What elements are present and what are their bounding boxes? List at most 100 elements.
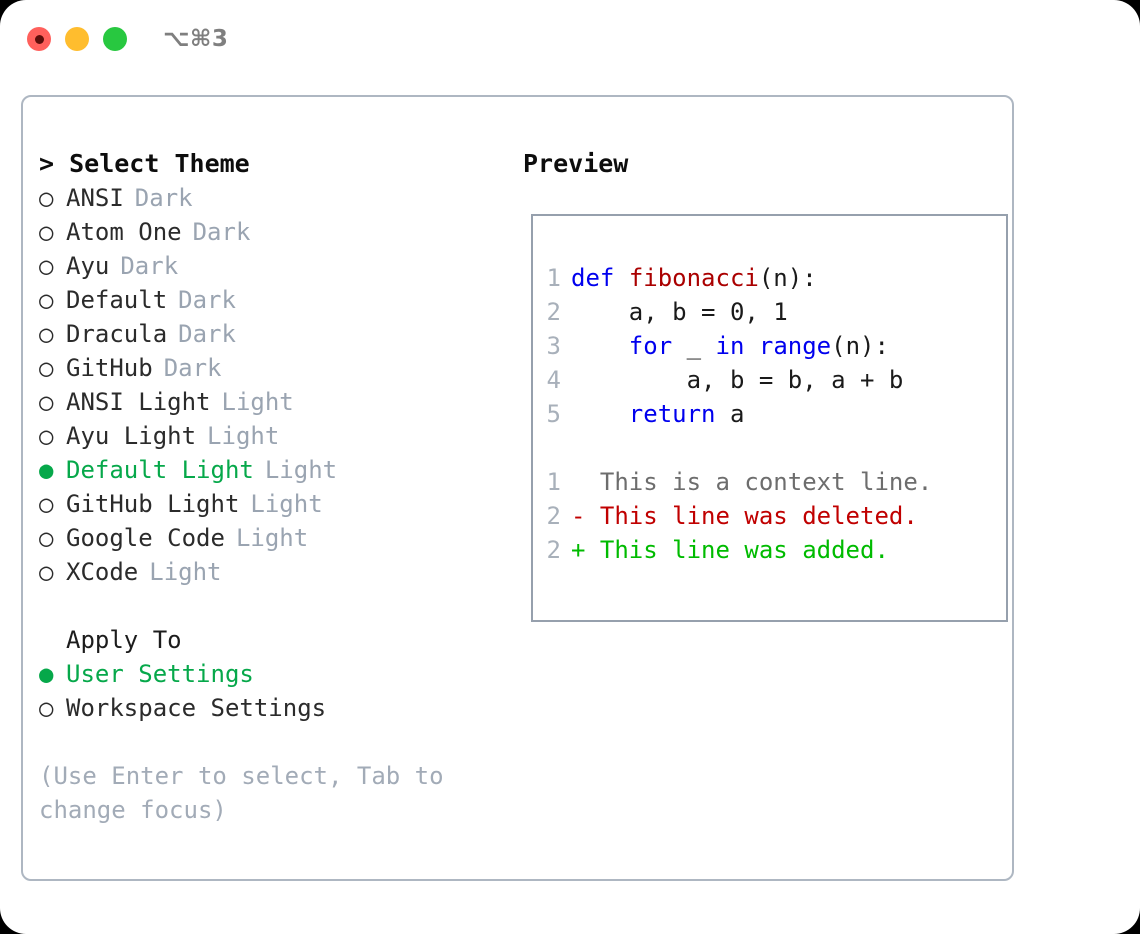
code-line-text: return a	[571, 397, 745, 431]
code-token-plain	[571, 332, 629, 360]
radio-unselected-icon: ○	[39, 320, 54, 348]
apply-to-heading: Apply To	[66, 626, 182, 654]
theme-option-label: GitHub	[66, 354, 153, 382]
theme-option-label: Ayu Light	[66, 422, 197, 450]
code-token-kw: for	[628, 332, 673, 360]
theme-option-ayu-light[interactable]: ○ Ayu Light Light	[39, 419, 503, 453]
diff-line-text: This is a context line.	[585, 468, 933, 496]
diff-line-text: This line was deleted.	[585, 502, 918, 530]
theme-option-label: ANSI Light	[66, 388, 211, 416]
theme-option-label: Google Code	[66, 524, 225, 552]
diff-line-number: 2	[546, 502, 561, 530]
theme-variant-tag: Light	[221, 388, 294, 416]
theme-option-label: XCode	[66, 558, 139, 586]
keyboard-shortcut-label: ⌥⌘3	[163, 26, 229, 52]
keyboard-hint-text: (Use Enter to select, Tab to change focu…	[39, 762, 444, 824]
theme-variant-tag: Dark	[192, 218, 251, 246]
radio-unselected-icon: ○	[39, 354, 54, 382]
radio-unselected-icon: ○	[39, 558, 54, 586]
theme-option-ansi[interactable]: ○ ANSI Dark	[39, 181, 503, 215]
code-diff-gap	[533, 431, 1006, 465]
close-icon	[34, 34, 44, 44]
code-line-number: 3	[546, 332, 561, 360]
theme-option-label: ANSI	[66, 184, 124, 212]
apply-to-option-list[interactable]: ● User Settings ○Workspace Settings	[39, 657, 503, 725]
theme-option-label: Ayu	[66, 252, 110, 280]
diff-line-text: This line was added.	[585, 536, 889, 564]
theme-variant-tag: Dark	[178, 286, 236, 314]
theme-variant-tag: Dark	[178, 320, 236, 348]
code-token-plain: a, b = 0, 1	[571, 298, 788, 326]
theme-option-ayu[interactable]: ○ Ayu Dark	[39, 249, 503, 283]
diff-marker: +	[571, 536, 586, 564]
radio-unselected-icon: ○	[39, 252, 54, 280]
diff-line: 1 This is a context line.	[533, 465, 1006, 499]
theme-variant-tag: Dark	[163, 354, 222, 382]
code-token-kw: return	[628, 400, 716, 428]
apply-to-option-workspace-settings[interactable]: ○Workspace Settings	[39, 691, 503, 725]
code-line: 2 a, b = 0, 1	[533, 295, 1006, 329]
code-token-plain	[614, 264, 628, 292]
apply-to-option-label: User Settings	[66, 660, 254, 688]
code-token-kw: in	[715, 332, 745, 360]
maximize-window-button[interactable]	[103, 27, 127, 51]
radio-selected-icon: ●	[39, 660, 54, 688]
radio-selected-icon: ●	[39, 456, 54, 484]
minimize-window-button[interactable]	[65, 27, 89, 51]
diff-line: 2- This line was deleted.	[533, 499, 1006, 533]
traffic-lights	[27, 27, 127, 51]
code-token-plain	[571, 400, 629, 428]
radio-unselected-icon: ○	[39, 524, 54, 552]
theme-option-label: Default Light	[66, 456, 254, 484]
code-token-plain: _	[672, 332, 716, 360]
select-theme-heading: > Select Theme	[39, 149, 250, 178]
code-token-fn: fibonacci	[628, 264, 759, 292]
diff-marker	[571, 465, 585, 499]
code-line-text: for _ in range(n):	[571, 329, 889, 363]
code-token-plain	[744, 332, 758, 360]
diff-line-number: 2	[546, 536, 561, 564]
title-bar: ⌥⌘3	[0, 0, 1140, 78]
close-window-button[interactable]	[27, 27, 51, 51]
radio-unselected-icon: ○	[39, 490, 54, 518]
code-line-text: def fibonacci(n):	[571, 261, 817, 295]
code-token-plain: (n):	[831, 332, 889, 360]
theme-option-default[interactable]: ○ Default Dark	[39, 283, 503, 317]
code-line-number: 4	[546, 366, 561, 394]
theme-variant-tag: Light	[207, 422, 280, 450]
theme-option-dracula[interactable]: ○ Dracula Dark	[39, 317, 503, 351]
preview-heading: Preview	[523, 149, 629, 178]
code-token-kw: range	[758, 332, 832, 360]
theme-option-label: Atom One	[66, 218, 182, 246]
apply-to-option-label: Workspace Settings	[66, 694, 327, 722]
radio-unselected-icon: ○	[39, 286, 54, 314]
theme-option-github[interactable]: ○ GitHub Dark	[39, 351, 503, 385]
code-line-number: 5	[546, 400, 561, 428]
theme-variant-tag: Light	[250, 490, 323, 518]
code-token-plain: a, b = b, a + b	[571, 366, 904, 394]
code-line-text: a, b = b, a + b	[571, 363, 904, 397]
radio-unselected-icon: ○	[39, 422, 54, 450]
theme-variant-tag: Dark	[120, 252, 179, 280]
code-line-text: a, b = 0, 1	[571, 295, 788, 329]
diff-line-number: 1	[546, 468, 561, 496]
theme-option-label: Dracula	[66, 320, 168, 348]
apply-to-option-user-settings[interactable]: ● User Settings	[39, 657, 503, 691]
radio-unselected-icon: ○	[39, 184, 54, 212]
theme-variant-tag: Dark	[134, 184, 193, 212]
code-line: 5 return a	[533, 397, 1006, 431]
theme-option-label: Default	[66, 286, 168, 314]
code-line-number: 2	[546, 298, 561, 326]
